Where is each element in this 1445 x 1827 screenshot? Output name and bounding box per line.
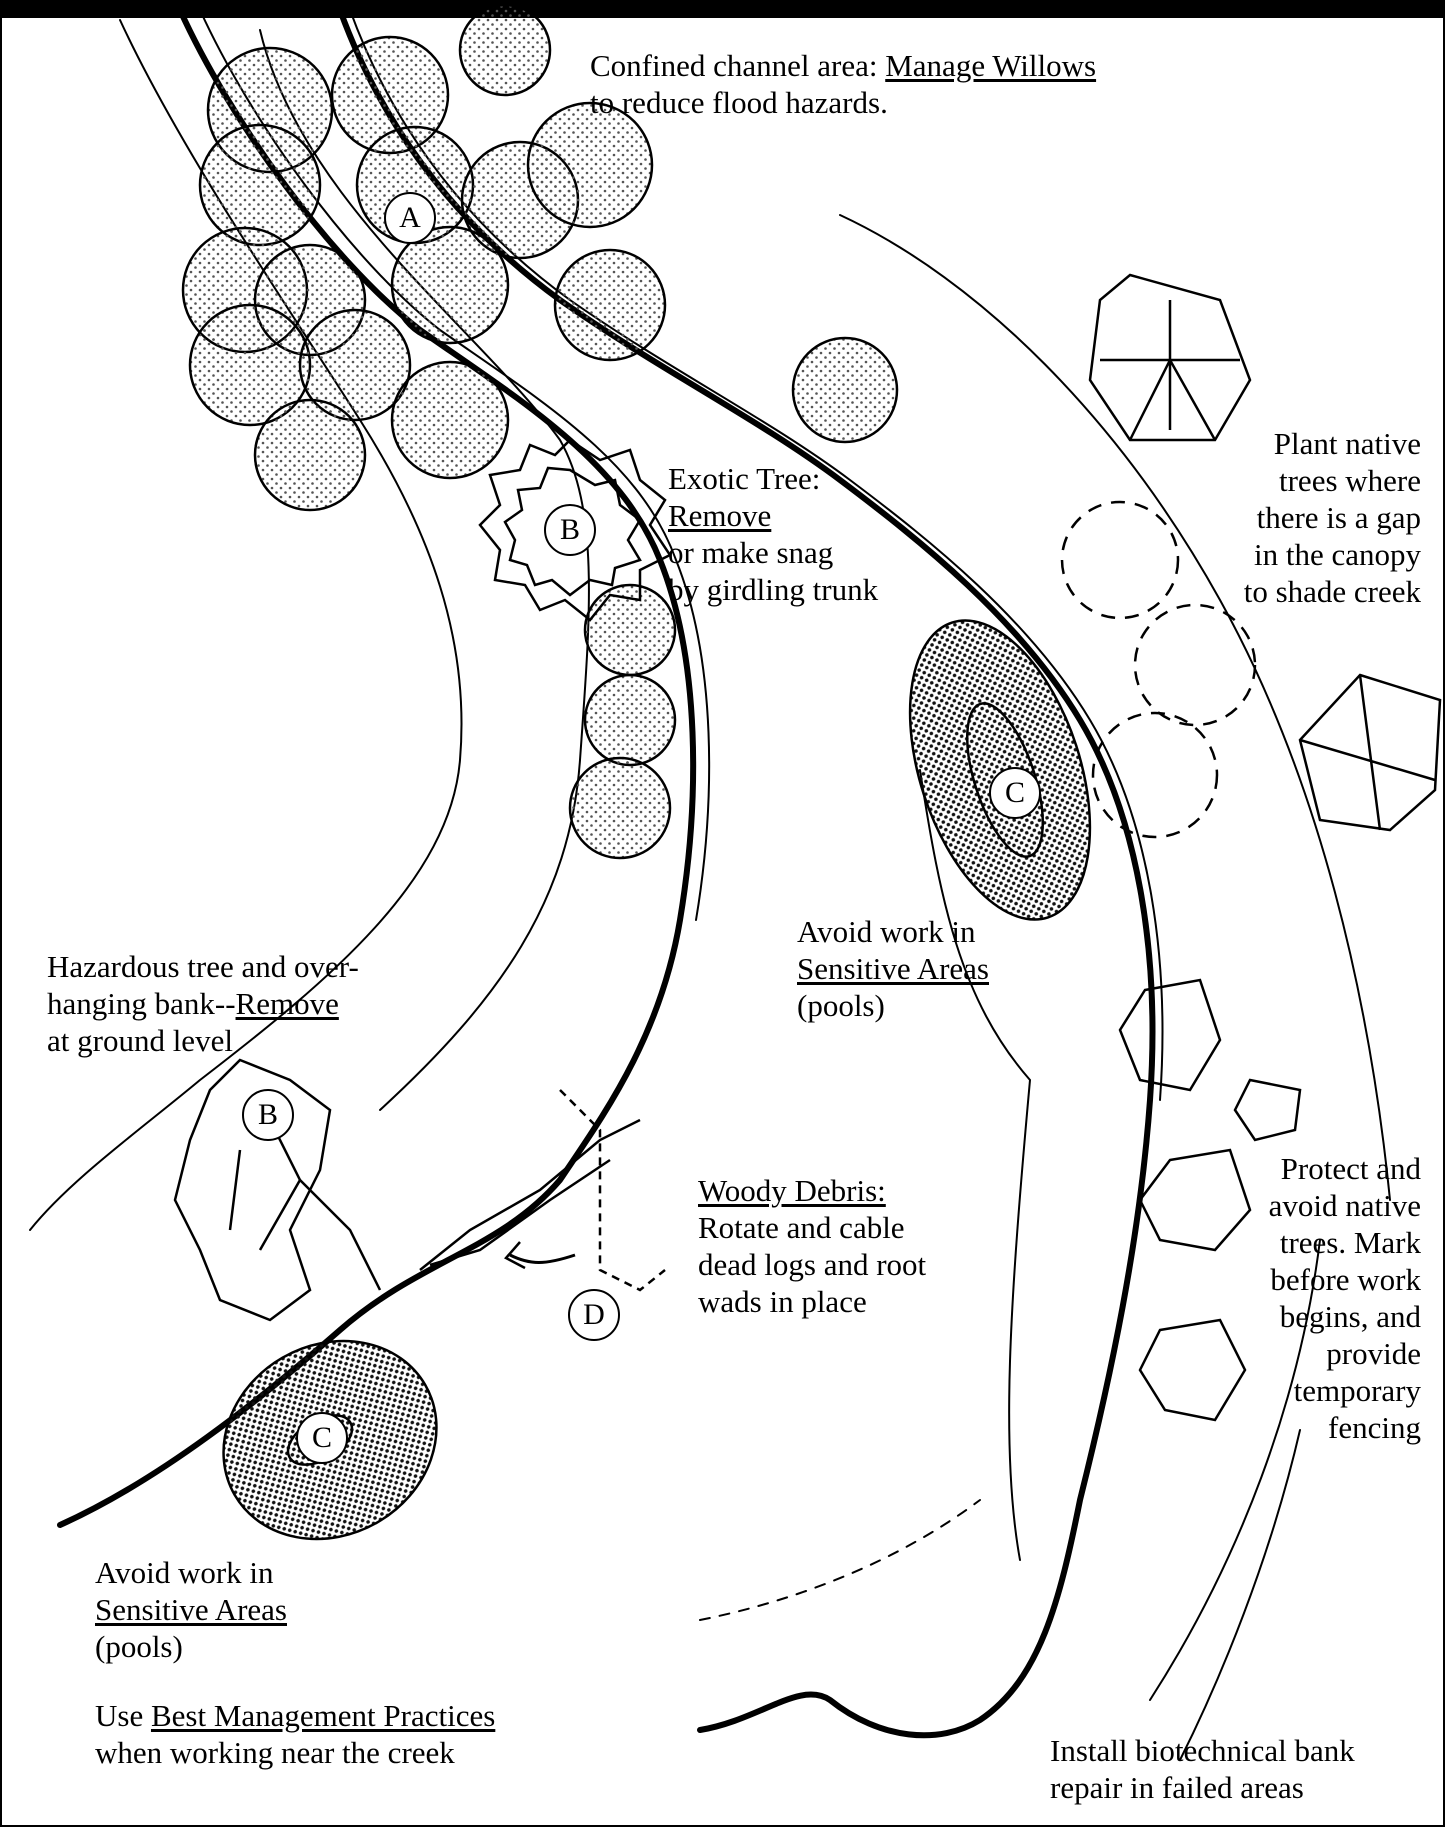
- label-hazardous-tree: Hazardous tree and over- hanging bank--R…: [47, 948, 359, 1059]
- link-remove-exotic: Remove: [668, 498, 771, 533]
- label-bank-repair: Install biotechnical bank repair in fail…: [1050, 1732, 1355, 1806]
- label-sensitive-areas-lower: Avoid work in Sensitive Areas (pools): [95, 1554, 287, 1665]
- label-protect-native: Protect and avoid native trees. Mark bef…: [1269, 1150, 1421, 1446]
- canopy-gap-planting: [1062, 502, 1255, 837]
- label-plant-native: Plant native trees where there is a gap …: [1244, 425, 1421, 610]
- marker-c-lower: C: [296, 1412, 348, 1464]
- marker-b-hazard: B: [242, 1089, 294, 1141]
- label-sensitive-areas-upper: Avoid work in Sensitive Areas (pools): [797, 913, 989, 1024]
- label-manage-willows: Confined channel area: Manage Willows to…: [590, 47, 1096, 121]
- link-manage-willows: Manage Willows: [885, 48, 1096, 83]
- woody-debris: [420, 1090, 665, 1290]
- label-best-management: Use Best Management Practices when worki…: [95, 1697, 495, 1771]
- link-sensitive-areas-upper: Sensitive Areas: [797, 951, 989, 986]
- willow-cluster: [183, 5, 897, 858]
- link-remove-hazard: Remove: [236, 986, 339, 1021]
- marker-a: A: [384, 192, 436, 244]
- link-best-management-practices: Best Management Practices: [151, 1698, 495, 1733]
- label-woody-debris: Woody Debris: Rotate and cable dead logs…: [698, 1172, 926, 1320]
- link-sensitive-areas-lower: Sensitive Areas: [95, 1592, 287, 1627]
- link-woody-debris: Woody Debris:: [698, 1173, 886, 1208]
- marker-c-upper: C: [989, 767, 1041, 819]
- marker-b-exotic: B: [544, 504, 596, 556]
- label-exotic-tree: Exotic Tree: Remove or make snag by gird…: [668, 460, 878, 608]
- marker-d: D: [568, 1289, 620, 1341]
